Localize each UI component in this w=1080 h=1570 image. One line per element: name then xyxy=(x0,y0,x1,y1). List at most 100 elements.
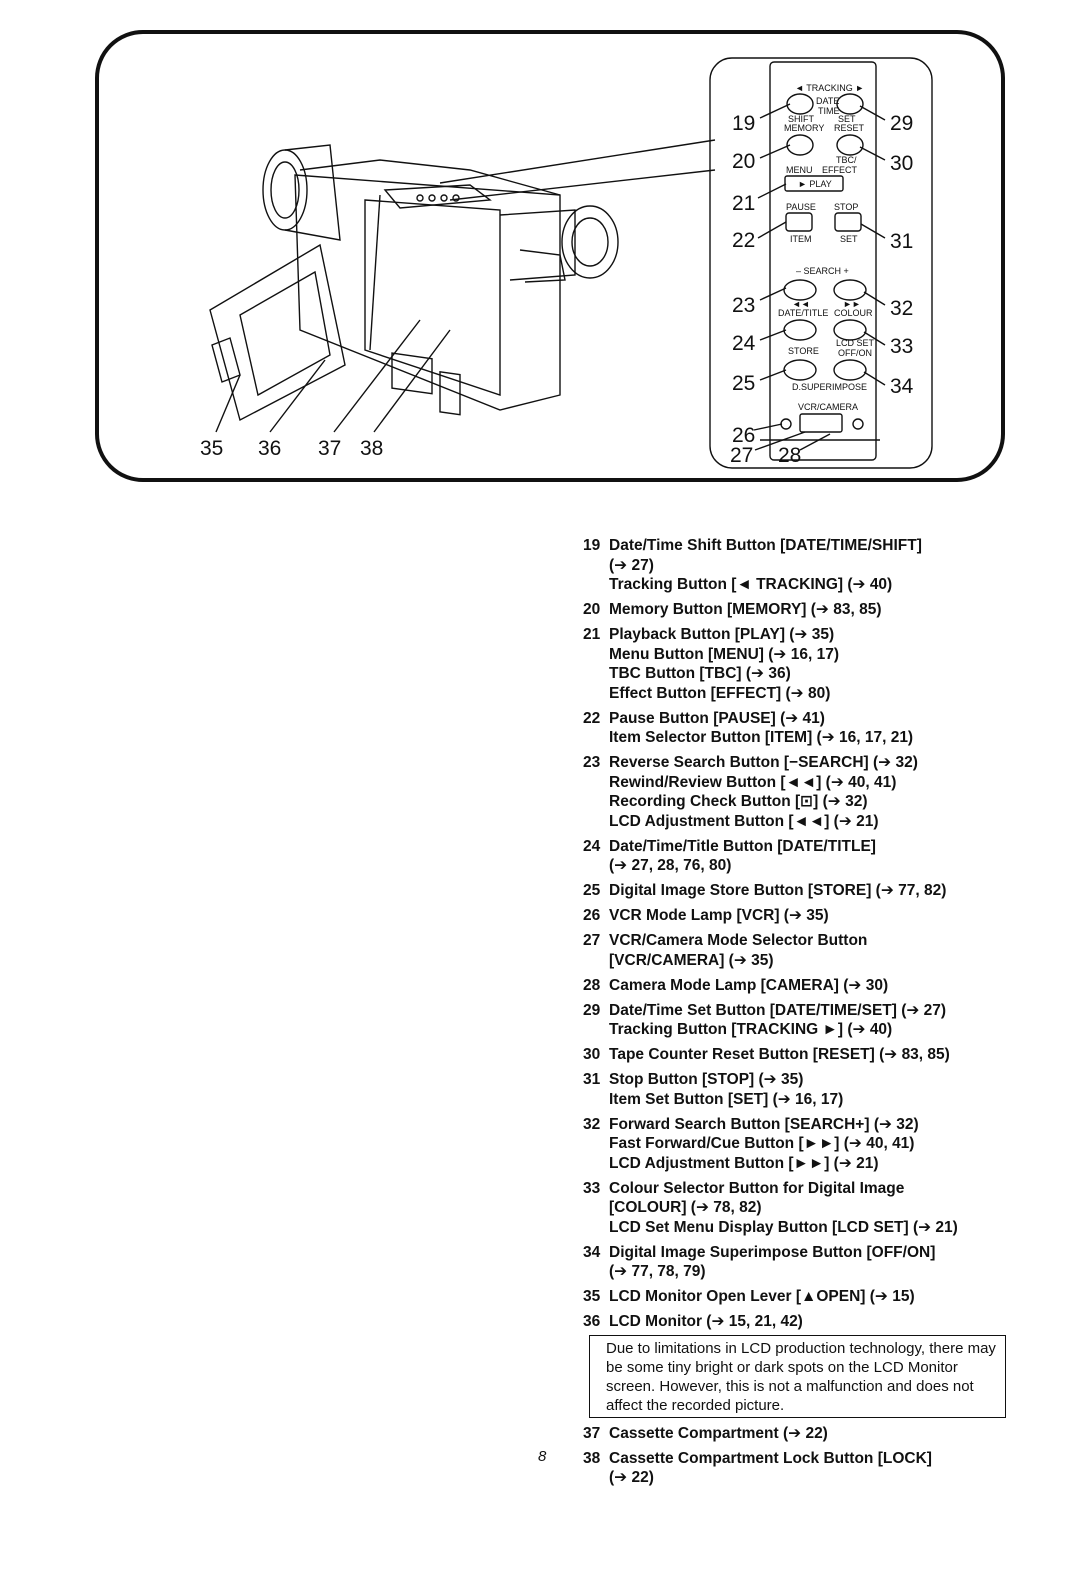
list-item: 28 Camera Mode Lamp [CAMERA] (➔ 30) xyxy=(583,976,1013,996)
list-item: 20 Memory Button [MEMORY] (➔ 83, 85) xyxy=(583,600,1013,620)
page-number: 8 xyxy=(538,1448,547,1465)
panel-off-on-label: OFF/ON xyxy=(838,348,872,358)
note-line: Due to limitations in LCD production tec… xyxy=(606,1339,926,1357)
list-item: 30 Tape Counter Reset Button [RESET] (➔ … xyxy=(583,1045,1013,1065)
item-line: TBC Button [TBC] (➔ 36) xyxy=(609,665,791,682)
list-item: 19 Date/Time Shift Button [DATE/TIME/SHI… xyxy=(583,536,1013,595)
item-number: 36 xyxy=(583,1313,601,1330)
list-item: 24 Date/Time/Title Button [DATE/TITLE] (… xyxy=(583,837,1013,876)
item-number: 31 xyxy=(583,1071,601,1088)
list-item: 38 Cassette Compartment Lock Button [LOC… xyxy=(583,1449,1013,1488)
item-number: 26 xyxy=(583,907,601,924)
item-line: LCD Adjustment Button [►►] (➔ 21) xyxy=(609,1154,879,1172)
panel-tracking-label: ◄ TRACKING ► xyxy=(795,83,864,93)
item-line: [COLOUR] (➔ 78, 82) xyxy=(609,1199,762,1216)
list-item: 34 Digital Image Superimpose Button [OFF… xyxy=(583,1243,1013,1282)
lcd-notice-box: Due to limitations in LCD production tec… xyxy=(589,1334,1006,1418)
item-line: VCR Mode Lamp [VCR] (➔ 35) xyxy=(609,907,829,924)
note-line: LCD Monitor screen. However, this is not… xyxy=(606,1358,958,1395)
item-line: (➔ 27) xyxy=(609,556,654,574)
callout-31: 31 xyxy=(890,230,913,253)
item-line: (➔ 77, 78, 79) xyxy=(609,1263,706,1280)
callout-30: 30 xyxy=(890,152,913,175)
item-line: LCD Monitor Open Lever [▲OPEN] (➔ 15) xyxy=(609,1288,915,1305)
panel-callout-numbers-left: 19 20 21 22 23 24 25 26 27 28 xyxy=(730,112,801,467)
callout-34: 34 xyxy=(890,375,914,398)
item-line: Date/Time Shift Button [DATE/TIME/SHIFT] xyxy=(609,537,922,554)
item-line: Tape Counter Reset Button [RESET] (➔ 83,… xyxy=(609,1046,950,1063)
item-line: Forward Search Button [SEARCH+] (➔ 32) xyxy=(609,1115,919,1133)
list-item: 26 VCR Mode Lamp [VCR] (➔ 35) xyxy=(583,906,1013,926)
item-line: VCR/Camera Mode Selector Button xyxy=(609,932,868,949)
item-line: Tracking Button [◄ TRACKING] (➔ 40) xyxy=(609,576,893,593)
panel-search-label: – SEARCH + xyxy=(796,266,849,276)
item-line: Stop Button [STOP] (➔ 35) xyxy=(609,1071,804,1088)
item-number: 32 xyxy=(583,1115,601,1133)
callout-20: 20 xyxy=(732,150,755,173)
panel-callout-numbers-right: 29 30 31 32 33 34 xyxy=(890,112,914,398)
item-number: 22 xyxy=(583,709,601,727)
item-line: Date/Time Set Button [DATE/TIME/SET] (➔ … xyxy=(609,1001,947,1019)
item-line: Cassette Compartment Lock Button [LOCK] xyxy=(609,1449,932,1467)
panel-shift-label: SHIFT xyxy=(788,114,815,124)
item-line: LCD Set Menu Display Button [LCD SET] (➔… xyxy=(609,1218,958,1236)
item-line: Pause Button [PAUSE] (➔ 41) xyxy=(609,709,825,727)
panel-date-label: DATE xyxy=(816,96,839,106)
item-line: Reverse Search Button [−SEARCH] (➔ 32) xyxy=(609,754,918,771)
panel-pause-label: PAUSE xyxy=(786,202,816,212)
callout-27: 27 xyxy=(730,444,753,467)
figure-frame xyxy=(95,30,1005,482)
panel-item-label: ITEM xyxy=(790,234,812,244)
callout-35: 35 xyxy=(200,437,223,460)
list-item: 32 Forward Search Button [SEARCH+] (➔ 32… xyxy=(583,1115,1013,1174)
list-item: 36 LCD Monitor (➔ 15, 21, 42) xyxy=(583,1312,1013,1332)
callout-22: 22 xyxy=(732,229,755,252)
callout-29: 29 xyxy=(890,112,913,135)
control-panel-detail: ◄ TRACKING ► DATE TIME SHIFT SET MEMORY … xyxy=(709,57,933,469)
item-line: Playback Button [PLAY] (➔ 35) xyxy=(609,626,835,643)
item-line: Digital Image Store Button [STORE] (➔ 77… xyxy=(609,882,947,899)
item-number: 19 xyxy=(583,537,601,554)
item-line: Item Selector Button [ITEM] (➔ 16, 17, 2… xyxy=(609,729,914,746)
panel-colour-label: COLOUR xyxy=(834,308,873,318)
callout-21: 21 xyxy=(732,192,755,215)
item-line: Date/Time/Title Button [DATE/TITLE] xyxy=(609,837,876,855)
item-number: 21 xyxy=(583,626,601,643)
panel-tbc-label: TBC/ xyxy=(836,155,857,165)
panel-rewind-glyph: ◄◄ xyxy=(792,299,810,309)
callout-32: 32 xyxy=(890,297,913,320)
panel-time-label: TIME xyxy=(818,106,840,116)
panel-vcr-camera-label: VCR/CAMERA xyxy=(798,402,858,412)
panel-play-label: ► PLAY xyxy=(798,179,832,189)
item-line: (➔ 22) xyxy=(609,1469,654,1486)
panel-set-upper-label: SET xyxy=(838,114,856,124)
panel-menu-label: MENU xyxy=(786,165,813,175)
item-number: 27 xyxy=(583,932,601,949)
note-line: malfunction and does not affect the reco… xyxy=(606,1377,974,1414)
list-item: 21 Playback Button [PLAY] (➔ 35) Menu Bu… xyxy=(583,625,1013,703)
item-number: 23 xyxy=(583,754,601,771)
panel-store-label: STORE xyxy=(788,346,819,356)
item-number: 34 xyxy=(583,1243,601,1261)
item-number: 20 xyxy=(583,601,601,618)
list-item: 31 Stop Button [STOP] (➔ 35) Item Set Bu… xyxy=(583,1070,1013,1109)
item-number: 30 xyxy=(583,1046,601,1063)
item-line: Rewind/Review Button [◄◄] (➔ 40, 41) xyxy=(609,773,897,791)
callout-33: 33 xyxy=(890,335,913,358)
item-number: 28 xyxy=(583,976,601,994)
panel-reset-label: RESET xyxy=(834,123,865,133)
camcorder-figure: 35 36 37 38 ◄ TRACKING ► DATE TIME SHIFT… xyxy=(200,57,933,469)
callout-24: 24 xyxy=(732,332,756,355)
callout-37: 37 xyxy=(318,437,341,460)
item-line: Recording Check Button [⊡] (➔ 32) xyxy=(609,793,868,810)
item-number: 29 xyxy=(583,1001,601,1019)
list-item: 22 Pause Button [PAUSE] (➔ 41) Item Sele… xyxy=(583,709,1013,748)
panel-date-title-label: DATE/TITLE xyxy=(778,308,828,318)
panel-lcd-set-label: LCD SET xyxy=(836,338,875,348)
item-number: 35 xyxy=(583,1288,601,1305)
list-item: 35 LCD Monitor Open Lever [▲OPEN] (➔ 15) xyxy=(583,1287,1013,1307)
callout-19: 19 xyxy=(732,112,755,135)
list-item: 33 Colour Selector Button for Digital Im… xyxy=(583,1179,1013,1238)
item-line: Fast Forward/Cue Button [►►] (➔ 40, 41) xyxy=(609,1135,915,1152)
callout-36: 36 xyxy=(258,437,281,460)
